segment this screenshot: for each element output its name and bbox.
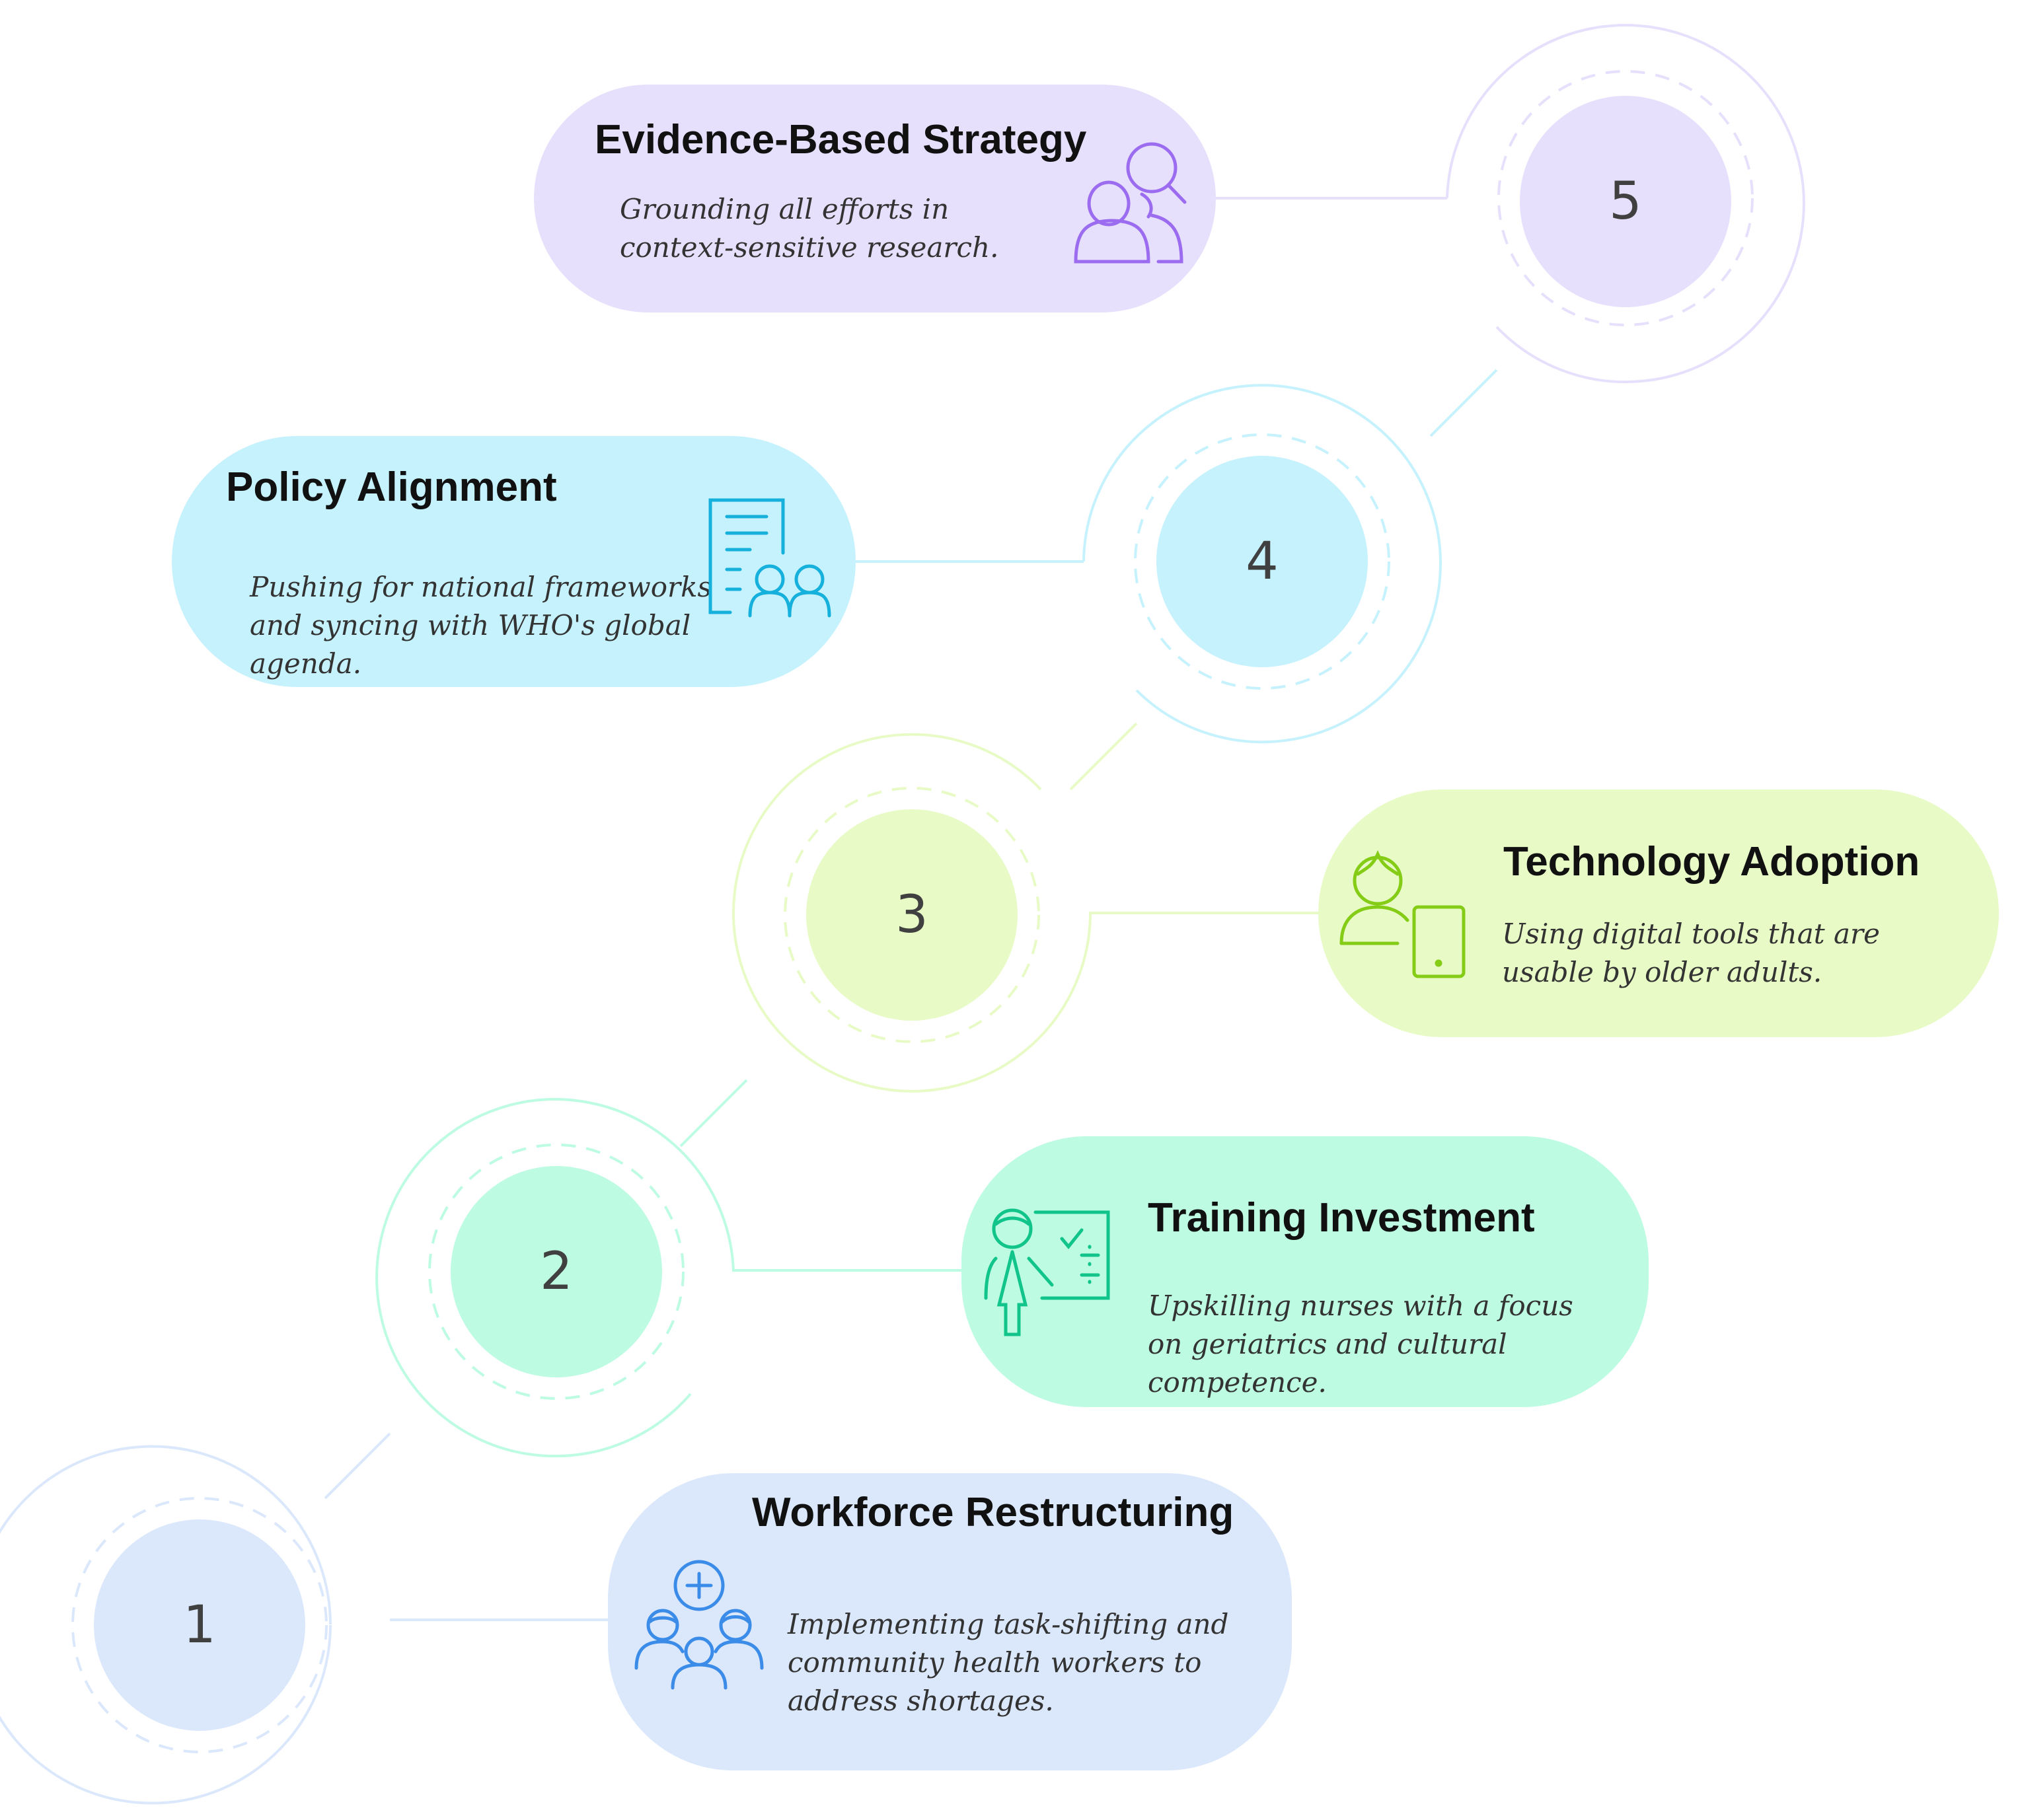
step-1-card: Workforce Restructuring Implementing tas…: [608, 1473, 1292, 1770]
step-2-card: Training Investment Upskilling nurses wi…: [961, 1136, 1649, 1407]
step-5-number: 5: [1520, 96, 1731, 307]
step-5-description: Grounding all efforts in context-sensiti…: [620, 193, 999, 264]
step-5-card: Evidence-Based Strategy Grounding all ef…: [534, 85, 1216, 312]
step-4-description: Pushing for national frameworks and sync…: [250, 571, 712, 680]
step-3-title: Technology Adoption: [1503, 839, 1920, 885]
person-tablet-icon: [1339, 850, 1466, 978]
step-5-title: Evidence-Based Strategy: [595, 117, 1087, 163]
document-people-icon: [708, 498, 831, 618]
step-4-title: Policy Alignment: [226, 464, 557, 510]
step-1-number: 1: [94, 1519, 305, 1731]
step-4-number: 4: [1156, 456, 1368, 667]
step-3-number: 3: [806, 809, 1018, 1021]
health-team-icon: [634, 1560, 764, 1690]
step-1-description: Implementing task-shifting and community…: [788, 1608, 1229, 1717]
step-2-description: Upskilling nurses with a focus on geriat…: [1148, 1290, 1573, 1399]
step-1-title: Workforce Restructuring: [752, 1490, 1234, 1535]
step-2-number: 2: [451, 1166, 662, 1377]
step-3-description: Using digital tools that are usable by o…: [1502, 918, 1880, 988]
research-people-icon: [1074, 142, 1187, 264]
step-3-card: Technology Adoption Using digital tools …: [1318, 789, 1999, 1037]
step-2-title: Training Investment: [1148, 1195, 1535, 1241]
nurse-teaching-icon: [984, 1208, 1110, 1336]
step-4-card: Policy Alignment Pushing for national fr…: [172, 436, 856, 687]
